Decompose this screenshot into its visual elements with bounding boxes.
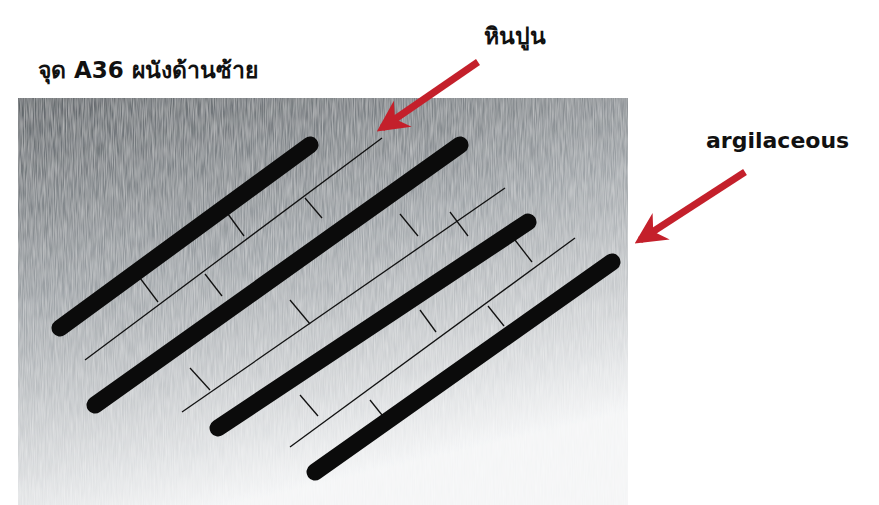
- thin-bedding-lines: [85, 138, 575, 447]
- rock-label: argilaceous: [706, 128, 849, 153]
- diagram-title: จุด A36 ผนังด้านซ้าย: [38, 52, 258, 88]
- rock-face: [18, 98, 628, 505]
- rock-label: หินปูน: [484, 18, 546, 54]
- argillaceous-bands: [60, 145, 612, 472]
- leader-arrows: [382, 62, 745, 240]
